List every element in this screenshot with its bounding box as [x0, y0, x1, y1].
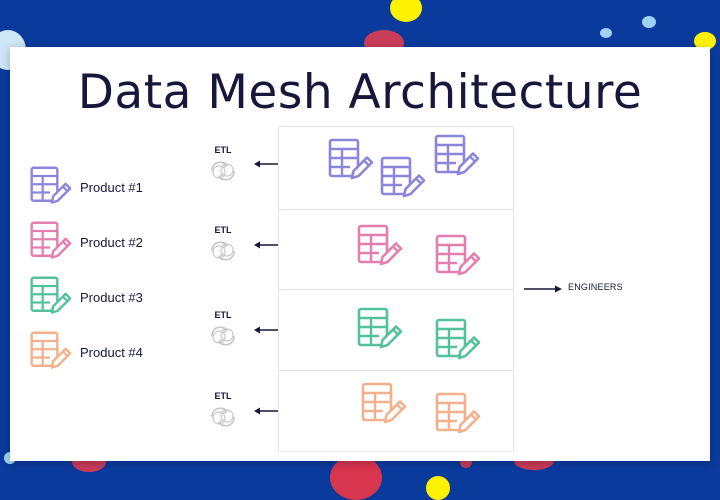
product-label: Product #1: [80, 179, 143, 195]
product-1: Product #1: [28, 165, 143, 209]
sync-icon: [207, 238, 239, 264]
etl-step-3: ETL: [203, 310, 243, 354]
etl-label: ETL: [214, 145, 232, 155]
etl-label: ETL: [214, 391, 232, 401]
table-edit-icon: [326, 137, 374, 185]
product-label: Product #4: [80, 344, 143, 360]
product-4: Product #4: [28, 330, 143, 374]
decor-blob: [390, 0, 422, 22]
product-3: Product #3: [28, 275, 143, 319]
diagram-title: Data Mesh Architecture: [77, 65, 643, 120]
table-edit-icon: [433, 391, 481, 439]
decor-blob: [642, 16, 656, 28]
etl-label: ETL: [214, 225, 232, 235]
product-label: Product #2: [80, 234, 143, 250]
table-edit-icon: [433, 233, 481, 281]
etl-step-1: ETL: [203, 145, 243, 189]
arrow-right-icon: [524, 285, 562, 293]
table-edit-icon: [432, 133, 480, 181]
etl-label: ETL: [214, 310, 232, 320]
decor-blob: [426, 476, 450, 500]
product-label: Product #3: [80, 289, 143, 305]
etl-step-2: ETL: [203, 225, 243, 269]
table-edit-icon: [28, 330, 72, 374]
table-edit-icon: [28, 165, 72, 209]
product-2: Product #2: [28, 220, 143, 264]
decor-blob: [330, 455, 382, 500]
sync-icon: [207, 404, 239, 430]
table-edit-icon: [359, 381, 407, 429]
table-edit-icon: [355, 306, 403, 354]
table-edit-icon: [28, 275, 72, 319]
decor-blob: [694, 32, 716, 50]
sync-icon: [207, 158, 239, 184]
table-edit-icon: [28, 220, 72, 264]
slide-card: Data Mesh Architecture Product #1 Produc…: [10, 47, 710, 461]
table-edit-icon: [355, 223, 403, 271]
table-edit-icon: [433, 317, 481, 365]
sync-icon: [207, 323, 239, 349]
decor-blob: [600, 28, 612, 38]
table-edit-icon: [378, 155, 426, 203]
etl-step-4: ETL: [203, 391, 243, 435]
engineers-label: ENGINEERS: [568, 282, 623, 292]
